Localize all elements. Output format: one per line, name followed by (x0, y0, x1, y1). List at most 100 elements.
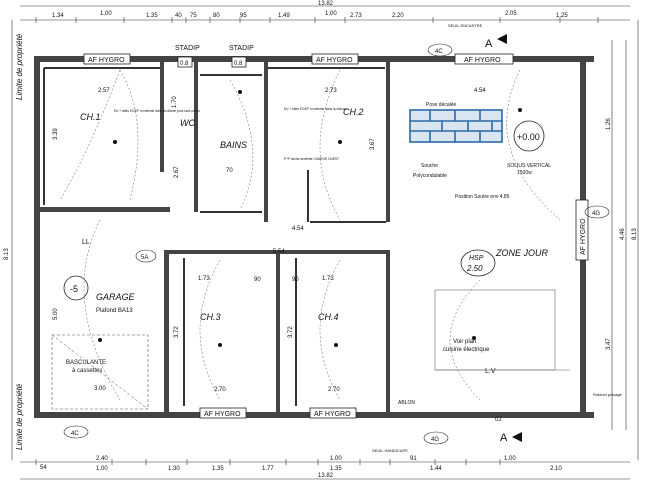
dim-bains-h: 1.70 (172, 96, 178, 108)
level-value: +0.00 (517, 132, 540, 142)
garage-level: -5 (70, 284, 78, 294)
dim-left-1: 3.39 (53, 128, 59, 140)
note-cuisine: cuisine électrique (443, 347, 490, 353)
overall-dim-bottom: 13.82 (318, 473, 334, 479)
marker-arrow-top (497, 34, 507, 44)
dim-garage-w: 3.00 (94, 386, 106, 392)
room-ch2: CH.2 (343, 107, 364, 117)
dim-top-7: 1.49 (278, 13, 290, 19)
dim-ch4-w: 1.73 (322, 276, 334, 282)
room-ch1: CH.1 (80, 112, 101, 122)
note-charge: P+P sèche-serviette CHARGE OUEST (284, 157, 339, 161)
dim-left-0: 5.00 (53, 308, 59, 320)
note-solius-power: 1500w (517, 170, 532, 176)
property-limit-top: Limite de propriété (15, 33, 24, 100)
note-basculante: BASCULANTE (66, 360, 106, 366)
dim-70: 70 (226, 168, 233, 174)
tag-5a: 5A (141, 255, 148, 261)
dim-top-9: 2.73 (350, 13, 362, 19)
dim-bot-7: 1.35 (330, 466, 342, 472)
note-pose-decalee: Pose décalée (426, 102, 457, 108)
dim-90a: 90 (254, 277, 261, 283)
note-ll: LL (82, 239, 90, 246)
window-code-2: 0.8 (234, 61, 243, 67)
note-voir-plan: Voir plan (453, 339, 476, 345)
dim-bot-0: 54 (40, 465, 47, 471)
dim-hall-w: 4.54 (292, 226, 304, 232)
garage-ceiling: Plafond BA13 (96, 308, 133, 314)
garage-level-marker (63, 275, 89, 301)
overall-dim-top: 13.82 (318, 1, 334, 7)
dim-ch3-w: 1.73 (198, 276, 210, 282)
note-ablon: ABLON (398, 400, 415, 406)
note-cassettes: à cassettes (72, 368, 102, 374)
dim-top-11: 2.05 (505, 11, 517, 17)
dim-top-10: 2.20 (392, 13, 404, 19)
vent-right: AF HYGRO (580, 218, 587, 255)
room-wc: WC (180, 118, 195, 128)
hsp-marker (460, 249, 496, 277)
dim-right-3: 3.47 (606, 338, 612, 350)
vent-top-mid: AF HYGRO (316, 57, 353, 64)
section-marker-bottom: A (500, 432, 508, 444)
section-marker-top: A (485, 38, 493, 50)
stadip-2: STADIP (229, 45, 254, 52)
note-solius: SOLIUS VERTICAL (507, 163, 551, 169)
note-poutre: Position Soutre env 4.85 (455, 194, 510, 200)
dim-hall2: 5.54 (273, 249, 285, 255)
dim-right-2: 8.13 (632, 228, 638, 240)
dim-right-1: 4.46 (620, 228, 626, 240)
note-lv: L.V (485, 368, 496, 375)
room-garage: GARAGE (96, 292, 136, 302)
dim-bot-1: 2.40 (96, 456, 108, 462)
hsp-label: HSP (469, 255, 484, 262)
tag-4g-bottom: 4G (431, 437, 439, 443)
dim-left-2: 2.67 (174, 166, 180, 178)
tag-4c-top: 4C (435, 49, 443, 55)
room-zone-jour: ZONE JOUR (495, 248, 549, 258)
room-ch4: CH.4 (318, 312, 339, 322)
vent-top-left: AF HYGRO (88, 57, 125, 64)
window-code-1: 0.8 (180, 61, 189, 67)
note-souche: Souche (421, 163, 438, 169)
dim-bot-4: 1.35 (212, 466, 224, 472)
note-seuil-encastre: SEUIL ENCASTRE (448, 23, 483, 28)
dim-top-5: 80 (213, 13, 220, 19)
dim-ch2-h: 3.67 (370, 138, 376, 150)
marker-arrow-bottom (512, 432, 522, 442)
dim-bot-10: 1.00 (504, 456, 516, 462)
dim-90b: 90 (292, 277, 299, 283)
dim-top-12: 1.25 (556, 13, 568, 19)
dim-bot-6: 1.00 (330, 456, 342, 462)
dim-ch2-w: 2.73 (325, 88, 337, 94)
note-eu-ch2: EU + attes EC/EF en attente dans la cloi… (284, 107, 347, 111)
dim-top-0: 1.34 (52, 13, 64, 19)
dim-bot-5: 1.77 (262, 466, 274, 472)
electrical-lines (59, 69, 561, 401)
room-ch3: CH.3 (200, 312, 221, 322)
dim-ch1-w: 2.57 (98, 88, 110, 94)
property-limit-bottom: Limite de propriété (15, 383, 24, 450)
dim-top-8: 1.00 (325, 11, 337, 17)
vent-top-right: AF HYGRO (464, 57, 501, 64)
dim-bot-8: 91 (410, 456, 417, 462)
dim-ch3-h: 3.72 (174, 326, 180, 338)
dim-top-4: 75 (190, 13, 197, 19)
dim-top-2: 1.35 (146, 13, 158, 19)
dim-bot-2: 1.00 (96, 466, 108, 472)
note-poly: Polycondulable (413, 173, 447, 179)
dim-bot-3: 1.30 (168, 466, 180, 472)
note-seuil-handicape: SEUIL HANDICAPE (372, 448, 408, 453)
hsp-value: 2.50 (466, 264, 483, 273)
level-marker (513, 120, 545, 152)
tag-4g-right: 4G (592, 211, 600, 217)
note-eu-ch1: EU + attes EC/EF en attente dans la cloi… (114, 109, 200, 113)
tag-0j: 0J (495, 417, 501, 423)
dim-living-w: 4.54 (474, 88, 486, 94)
note-robinet: Robinet puisage (593, 392, 623, 397)
tile-slab (409, 109, 503, 143)
electrical-points (98, 90, 522, 347)
vent-bottom-mid: AF HYGRO (314, 411, 351, 418)
tag-4c-left: 4C (71, 431, 79, 437)
